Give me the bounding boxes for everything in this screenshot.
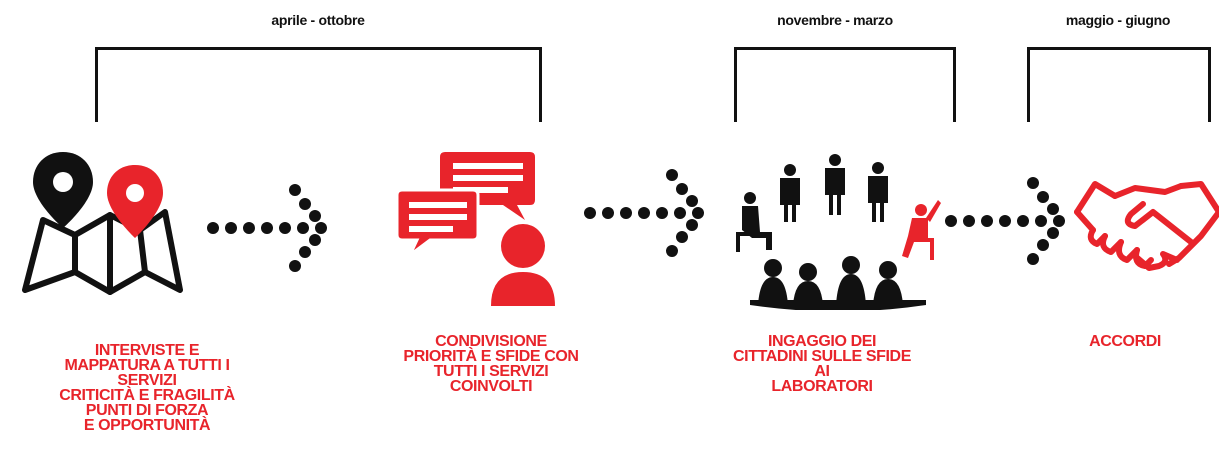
step-label-sharing: CONDIVISIONE PRIORITÀ E SFIDE CON TUTTI … <box>386 333 596 395</box>
arrow-dots-1 <box>207 184 327 272</box>
step-label-line: CONDIVISIONE <box>435 333 547 350</box>
step-label-agreements: ACCORDI <box>1070 333 1180 350</box>
step-label-line: LABORATORI <box>771 378 873 395</box>
period-label-may-june: maggio - giugno <box>1065 12 1171 28</box>
step-label-engagement: INGAGGIO DEI CITTADINI SULLE SFIDE AI LA… <box>712 333 932 395</box>
step-label-line: COINVOLTI <box>449 378 533 395</box>
step-label-interviews: INTERVISTE E MAPPATURA A TUTTI I SERVIZI… <box>42 342 252 434</box>
chat-person-icon <box>395 152 555 306</box>
period-bracket-may-june <box>1027 47 1211 122</box>
map-pins-icon <box>22 152 183 295</box>
step-label-line: TUTTI I SERVIZI <box>433 363 549 380</box>
step-label-line: MAPPATURA A TUTTI I <box>64 357 230 374</box>
period-label-april-october: aprile - ottobre <box>271 12 365 28</box>
group-circle-icon <box>736 154 941 310</box>
period-label-november-march: novembre - marzo <box>777 12 893 28</box>
arrow-dots-2 <box>584 169 704 257</box>
step-label-line: INTERVISTE E <box>94 342 200 359</box>
step-label-line: CITTADINI SULLE SFIDE <box>733 348 911 365</box>
step-label-line: PRIORITÀ E SFIDE CON <box>403 348 579 365</box>
step-label-line: INGAGGIO DEI <box>767 333 877 350</box>
step-label-line: ACCORDI <box>1089 333 1161 350</box>
step-label-line: CRITICITÀ E FRAGILITÀ <box>59 387 235 404</box>
period-bracket-november-march <box>734 47 956 122</box>
step-label-line: PUNTI DI FORZA <box>85 402 209 419</box>
step-label-line: E OPPORTUNITÀ <box>83 417 211 434</box>
arrow-dots-3 <box>945 177 1065 265</box>
period-bracket-april-october <box>95 47 542 122</box>
handshake-icon <box>1074 181 1219 271</box>
step-label-line: AI <box>814 363 830 380</box>
step-label-line: SERVIZI <box>117 372 177 389</box>
